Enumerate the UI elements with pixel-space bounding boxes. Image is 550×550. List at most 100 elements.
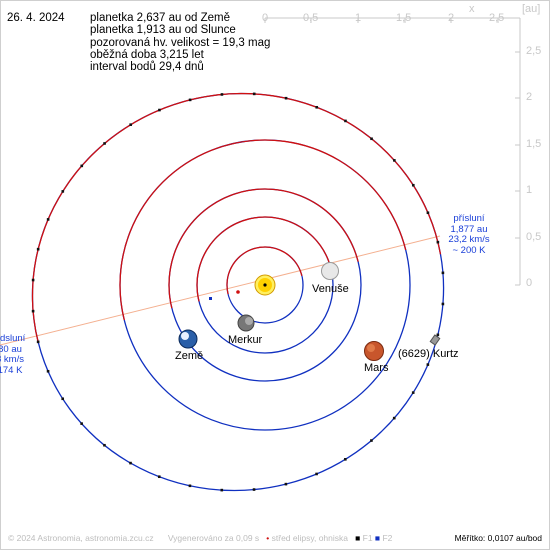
perihelion-temperature: ~ 200 K bbox=[452, 244, 486, 256]
footer-copyright: © 2024 Astronomia, astronomia.zcu.cz bbox=[8, 533, 154, 543]
asteroid-orbit-point bbox=[46, 218, 50, 221]
asteroid-orbit-point bbox=[252, 92, 256, 96]
sun-dot bbox=[263, 283, 267, 287]
aphelion-distance: 80 au bbox=[0, 343, 22, 355]
scale-label: Měřítko: 0,0107 au/bod bbox=[454, 533, 542, 543]
legend-center-marker: • bbox=[266, 533, 270, 543]
aphelion-title: odsluní bbox=[0, 333, 26, 344]
aphelion-info: odsluní 80 au 8 km/s 174 K bbox=[0, 333, 34, 376]
perihelion-distance: 1,877 au bbox=[450, 223, 488, 235]
asteroid-orbit-point bbox=[103, 142, 106, 145]
asteroid-orbit-point bbox=[61, 190, 65, 193]
perihelion-speed: 23,2 km/s bbox=[448, 234, 490, 245]
asteroid-orbit-point bbox=[61, 397, 65, 401]
asteroid-icon bbox=[429, 334, 441, 346]
legend-f1-marker: ■ bbox=[355, 533, 361, 543]
asteroid-orbit-point bbox=[36, 340, 40, 344]
focus-f2-marker bbox=[209, 297, 212, 300]
mercury-label: Merkur bbox=[228, 334, 263, 346]
asteroid-orbit-point bbox=[158, 108, 161, 112]
y-tick-5: 0 bbox=[526, 277, 533, 289]
asteroid-orbit-point bbox=[36, 247, 40, 251]
asteroid-orbit-point bbox=[426, 211, 430, 215]
asteroid-orbit-point bbox=[46, 369, 50, 373]
mercury-orbit-red bbox=[226, 246, 303, 295]
asteroid-orbit-point bbox=[157, 475, 161, 479]
y-tick-3: 1 bbox=[526, 184, 533, 196]
mars-icon bbox=[364, 341, 384, 361]
asteroid-orbit-point bbox=[436, 240, 440, 244]
asteroid-orbit-point bbox=[129, 461, 132, 465]
asteroid-orbit-point bbox=[252, 488, 256, 491]
asteroid-orbit-point bbox=[411, 391, 415, 394]
earth-icon bbox=[178, 329, 198, 349]
asteroid-orbit-point bbox=[31, 278, 35, 282]
x-tick-2: 1 bbox=[355, 12, 362, 24]
aphelion-temperature: 174 K bbox=[0, 364, 23, 376]
x-tick-0: 0 bbox=[262, 12, 269, 24]
asteroid-orbit-point bbox=[441, 271, 445, 275]
info-sun-distance: planetka 1,913 au od Slunce bbox=[90, 24, 236, 37]
venus-label: Venuše bbox=[312, 283, 349, 295]
unit-label: [au] bbox=[522, 3, 541, 15]
asteroid-orbit-point bbox=[441, 302, 445, 306]
asteroid-orbit-point bbox=[80, 164, 84, 168]
asteroid-orbit-point bbox=[344, 119, 347, 123]
y-tick-4: 0,5 bbox=[526, 231, 542, 243]
y-tick-2: 1,5 bbox=[526, 138, 542, 150]
info-earth-distance: planetka 2,637 au od Země bbox=[90, 12, 231, 24]
asteroid-orbit-point bbox=[31, 309, 35, 313]
perihelion-info: přísluní 1,877 au 23,2 km/s ~ 200 K bbox=[438, 213, 500, 256]
y-tick-0: 2,5 bbox=[526, 45, 542, 57]
mars-label: Mars bbox=[364, 362, 389, 374]
asteroid-orbit-point bbox=[411, 183, 415, 187]
asteroid-orbit-point bbox=[436, 333, 440, 337]
asteroid-orbit-point bbox=[188, 98, 192, 102]
legend-center: střed elipsy, ohniska bbox=[271, 533, 349, 543]
ellipse-center-marker bbox=[236, 290, 240, 294]
legend-f2-marker: ■ bbox=[374, 533, 381, 543]
info-period: oběžná doba 3,215 let bbox=[90, 48, 204, 61]
asteroid-orbit-red bbox=[31, 92, 442, 342]
aphelion-speed: 8 km/s bbox=[0, 354, 24, 365]
x-tick-4: 2 bbox=[448, 12, 455, 24]
mars-orbit-red bbox=[119, 139, 407, 321]
asteroid-orbit-point bbox=[284, 96, 288, 100]
asteroid-orbit-point bbox=[370, 439, 373, 442]
footer-generated: Vygenerováno za 0,09 s bbox=[167, 533, 260, 543]
earth-cloud bbox=[181, 332, 189, 340]
mars-highlight bbox=[367, 344, 375, 352]
asteroid-orbit-point bbox=[392, 416, 396, 420]
asteroid-label: (6629) Kurtz bbox=[398, 348, 459, 360]
x-axis-label: x bbox=[469, 3, 475, 15]
legend-f1: F1 bbox=[362, 533, 373, 543]
x-tick-1: 0,5 bbox=[303, 12, 319, 24]
asteroid-orbit-point bbox=[220, 488, 224, 492]
mercury-highlight bbox=[245, 317, 253, 325]
venus-icon bbox=[321, 262, 339, 280]
x-tick-3: 1,5 bbox=[396, 12, 412, 24]
asteroid-orbit-point bbox=[284, 482, 288, 486]
apsis-line bbox=[0, 235, 441, 346]
footer: © 2024 Astronomia, astronomia.zcu.cz Vyg… bbox=[8, 533, 392, 543]
info-block: planetka 2,637 au od Země planetka 1,913… bbox=[90, 12, 270, 73]
x-tick-5: 2,5 bbox=[489, 12, 505, 24]
asteroid-orbit-point bbox=[370, 137, 373, 141]
earth-label: Země bbox=[175, 350, 204, 362]
info-interval: interval bodů 29,4 dnů bbox=[90, 61, 204, 74]
asteroid-orbit-point bbox=[315, 105, 319, 109]
date-label: 26. 4. 2024 bbox=[7, 12, 65, 24]
venus-orbit-red bbox=[196, 216, 332, 302]
asteroid-orbit-point bbox=[220, 93, 224, 96]
asteroid-orbit-blue bbox=[31, 92, 445, 492]
asteroid-orbit-point bbox=[426, 363, 430, 366]
perihelion-title: přísluní bbox=[453, 213, 485, 224]
asteroid-orbit-point bbox=[129, 123, 132, 126]
legend-f2: F2 bbox=[382, 533, 393, 543]
asteroid-orbit-point bbox=[315, 472, 318, 476]
asteroid-orbit-point bbox=[344, 458, 347, 461]
y-tick-1: 2 bbox=[526, 91, 533, 103]
asteroid-orbit-point bbox=[393, 159, 396, 162]
asteroid-orbit-point bbox=[80, 422, 83, 425]
